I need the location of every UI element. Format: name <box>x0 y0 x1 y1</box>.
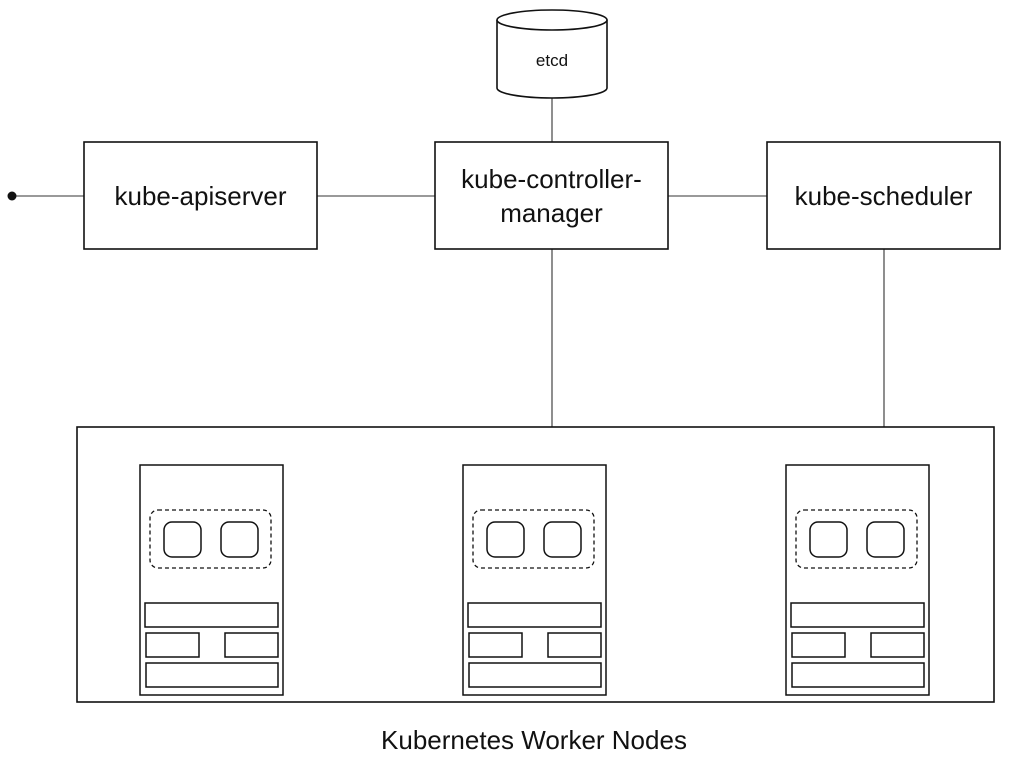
pod-icon <box>486 521 525 558</box>
worker-nodes-caption: Kubernetes Worker Nodes <box>381 725 687 755</box>
worker-nodes-layer <box>139 464 930 696</box>
etcd-cylinder-top <box>496 9 608 31</box>
apiserver-component: kube-apiserver <box>83 141 318 250</box>
controller-manager-component: kube-controller- manager <box>434 141 669 250</box>
worker-node <box>462 464 607 696</box>
worker-node-chassis <box>785 464 930 696</box>
pod-icon <box>809 521 848 558</box>
node-component-block-right <box>870 632 925 658</box>
worker-node <box>785 464 930 696</box>
node-component-bar <box>790 602 925 628</box>
pod-icon <box>163 521 202 558</box>
apiserver-box <box>83 141 318 250</box>
pod-group-outline <box>149 509 272 569</box>
node-component-block-left <box>145 632 200 658</box>
node-component-bar <box>791 662 925 688</box>
node-component-block-right <box>547 632 602 658</box>
etcd-database: etcd <box>496 9 608 99</box>
connectors <box>7 98 885 427</box>
controller-manager-label-line1: kube-controller- <box>461 164 642 194</box>
etcd-label: etcd <box>536 51 568 70</box>
node-component-bar <box>145 662 279 688</box>
apiserver-label: kube-apiserver <box>115 181 287 211</box>
node-component-block-left <box>468 632 523 658</box>
pod-group-outline <box>795 509 918 569</box>
node-component-block-left <box>791 632 846 658</box>
worker-node-chassis <box>462 464 607 696</box>
pod-icon <box>543 521 582 558</box>
scheduler-component: kube-scheduler <box>766 141 1001 250</box>
etcd-cylinder-body <box>496 20 608 99</box>
scheduler-label: kube-scheduler <box>795 181 973 211</box>
pod-group-outline <box>472 509 595 569</box>
external-connector-dot <box>7 191 17 201</box>
node-component-block-right <box>224 632 279 658</box>
node-component-bar <box>468 662 602 688</box>
worker-node <box>139 464 284 696</box>
worker-nodes-group <box>76 426 995 703</box>
node-component-bar <box>467 602 602 628</box>
node-component-bar <box>144 602 279 628</box>
controller-manager-box <box>434 141 669 250</box>
worker-node-chassis <box>139 464 284 696</box>
scheduler-box <box>766 141 1001 250</box>
pod-icon <box>866 521 905 558</box>
pod-icon <box>220 521 259 558</box>
controller-manager-label-line2: manager <box>500 198 603 228</box>
